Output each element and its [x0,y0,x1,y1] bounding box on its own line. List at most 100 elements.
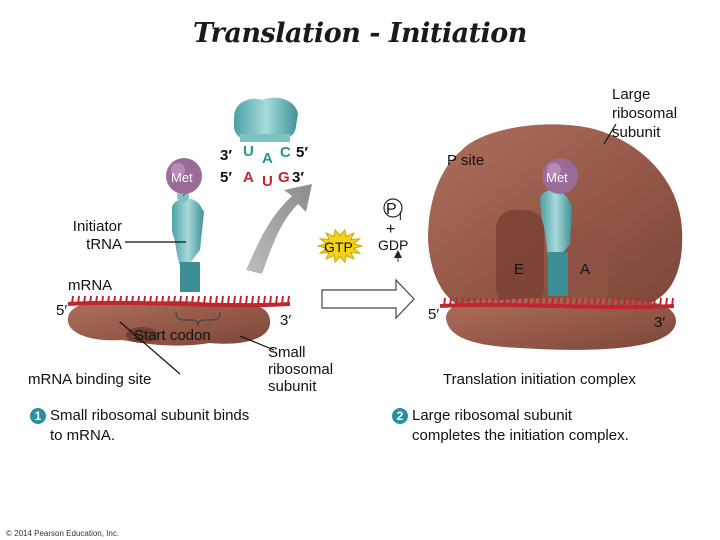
mrna-left [67,295,291,308]
anticodon-c: C [280,144,291,161]
page-title: Translation - Initiation [193,18,527,49]
small-subunit-label-line2: ribosomal [268,361,334,378]
mrna-nucleotide [131,295,134,305]
mrna-nucleotide [461,297,464,307]
met-label-right: Met [546,170,568,185]
initiator-trna-label: Initiator tRNA [40,218,122,254]
mrna-nucleotide [599,297,602,307]
codon-u: U [262,173,273,190]
mrna-nucleotide [275,295,278,305]
mrna-nucleotide [515,297,518,307]
mrna-nucleotide [101,295,104,305]
start-codon-label: Start codon [134,327,211,344]
mrna-backbone [67,300,291,308]
large-subunit-label-line1: Large [612,86,651,103]
mrna-nucleotide [203,295,206,305]
pi-label: P [386,201,397,218]
mrna-nucleotide [533,297,536,307]
mrna-nucleotide [527,297,530,307]
large-subunit-label-line2: ribosomal [612,105,678,122]
initiator-trna-label-line2: tRNA [86,236,122,253]
mrna-nucleotide [269,295,272,305]
mrna-nucleotide [671,297,674,307]
e-site-label: E [514,261,524,278]
mrna-nucleotide [287,295,290,305]
three-prime-left: 3′ [280,312,292,329]
mrna-nucleotide [497,297,500,307]
mrna-nucleotide [113,295,116,305]
mrna-nucleotide [629,297,632,307]
mrna-right [439,297,675,310]
codon-g: G [278,169,290,186]
mrna-nucleotide [257,295,260,305]
gdp-label: GDP [378,237,408,253]
mrna-nucleotide [245,295,248,305]
mrna-nucleotide [593,297,596,307]
mrna-nucleotide [563,297,566,307]
mrna-nucleotide [71,295,74,305]
step-2-line2: completes the initiation complex. [412,427,629,444]
anticodon-5: 5′ [296,144,308,161]
mrna-nucleotide [281,295,284,305]
binding-arrow [246,184,312,274]
pi-circle [383,198,403,218]
translation-complex-label: Translation initiation complex [443,371,636,388]
mrna-nucleotide [653,297,656,307]
mrna-nucleotide [215,295,218,305]
mrna-nucleotide [155,295,158,305]
mrna-nucleotide [473,297,476,307]
mrna-nucleotide [239,295,242,305]
mrna-nucleotide [233,295,236,305]
mrna-nucleotide [227,295,230,305]
mrna-nucleotide [179,295,182,305]
mrna-nucleotide [659,297,662,307]
mrna-nucleotide [485,297,488,307]
mrna-nucleotide [251,295,254,305]
mrna-nucleotide [83,295,86,305]
mrna-nucleotide [635,297,638,307]
small-subunit-right [446,297,676,350]
process-arrow [321,278,415,320]
codon-3: 3′ [292,169,304,186]
mrna-nucleotide [149,295,152,305]
met-label-left: Met [171,170,193,185]
small-subunit-label-line3: subunit [268,378,317,395]
initiator-trna-label-line1: Initiator [72,218,122,235]
mrna-nucleotide [449,297,452,307]
mrna-nucleotide [575,297,578,307]
p-site-label: P site [447,152,485,169]
step-1-line2: to mRNA. [50,427,116,444]
anticodon-u: U [243,143,254,160]
mrna-nucleotide [557,297,560,307]
mrna-nucleotide [539,297,542,307]
mrna-binding-site-label: mRNA binding site [28,371,152,388]
small-subunit-label: Small ribosomal subunit [268,344,333,395]
pi-subscript: i [399,209,402,223]
step-2-line1: Large ribosomal subunit [412,407,573,424]
mrna-nucleotide [77,295,80,305]
mrna-nucleotide [221,295,224,305]
mrna-nucleotide [161,295,164,305]
mrna-nucleotide [605,297,608,307]
trna-inset [234,97,298,142]
mrna-nucleotide [623,297,626,307]
mrna-nucleotide [185,295,188,305]
step-2-badge: 2 [392,408,408,424]
mrna-nucleotide [209,295,212,305]
trna-right [540,190,572,296]
mrna-nucleotide [551,297,554,307]
mrna-nucleotide [89,295,92,305]
mrna-nucleotide [197,295,200,305]
mrna-nucleotide [665,297,668,307]
mrna-nucleotide [125,295,128,305]
codon-a: A [243,169,254,186]
codon-inset: 3′ U A C 5′ 5′ A U G 3′ [220,143,308,190]
mrna-nucleotide [617,297,620,307]
mrna-nucleotide [647,297,650,307]
mrna-nucleotide [503,297,506,307]
mrna-nucleotide [467,297,470,307]
a-site-label: A [580,261,590,278]
mrna-nucleotide [479,297,482,307]
mrna-nucleotide [569,297,572,307]
